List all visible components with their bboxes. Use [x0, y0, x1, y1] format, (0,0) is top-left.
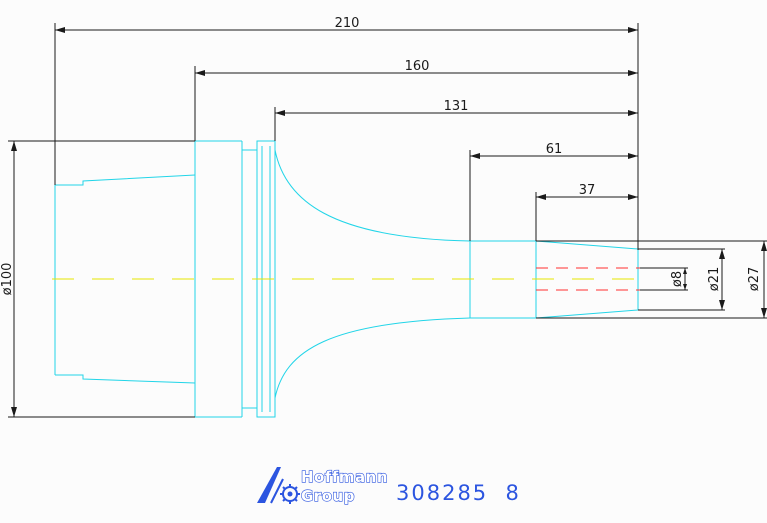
dimension-diameter-27: ø27 [747, 267, 762, 292]
neck-upper [274, 149, 471, 242]
hoffmann-group-logo-icon [257, 467, 300, 504]
dimension-diameter-100: ø100 [0, 263, 15, 296]
length-dimensions: 210 160 131 61 37 [54, 16, 639, 250]
dimension-61: 61 [546, 142, 563, 157]
diameter-dimensions: ø100 ø8 ø21 ø27 [0, 140, 767, 418]
part-number: 308285 8 [396, 481, 521, 505]
taper-shank [54, 174, 196, 384]
dimension-diameter-8: ø8 [670, 271, 685, 287]
dimension-37: 37 [579, 183, 596, 198]
dimension-diameter-21: ø21 [707, 267, 722, 292]
brand-name-line2: Group [301, 487, 355, 505]
collar [194, 140, 243, 418]
bore-lines [536, 267, 640, 291]
dimension-160: 160 [405, 59, 430, 74]
dimension-210: 210 [335, 16, 360, 31]
dimension-131: 131 [444, 99, 469, 114]
neck-lower [274, 317, 471, 399]
brand-name-line1: Hoffmann [301, 468, 388, 486]
hoffmann-group-logo: Hoffmann Group [257, 467, 388, 506]
